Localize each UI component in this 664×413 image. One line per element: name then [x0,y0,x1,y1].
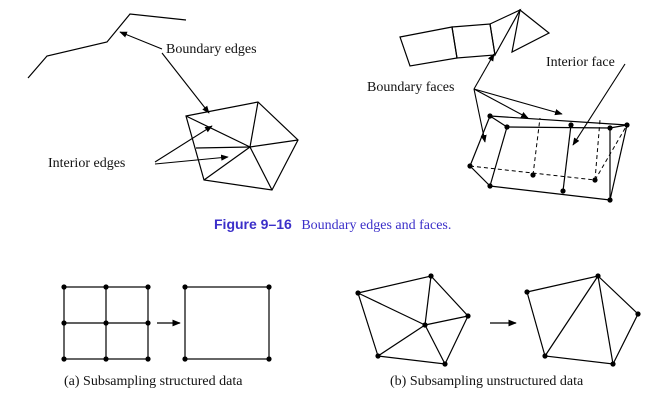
structured-grid-points [61,284,151,362]
unstructured-mesh-points [355,273,471,367]
figure-caption: Figure 9–16 Boundary edges and faces. [214,216,451,233]
face-arrows [473,53,626,146]
figure-number: Figure 9–16 [214,216,292,232]
unstructured-subsampling: (b) Subsampling unstructured data [355,273,641,389]
boundary-edge-polyline [27,13,187,79]
hexahedral-cells [469,115,628,201]
edges-illustration: Boundary edges Interior edges [27,13,299,191]
faces-illustration: Boundary faces Interior face [367,8,630,203]
structured-coarse-points [182,284,272,362]
label-interior-edges: Interior edges [48,156,125,171]
structured-subsampling: (a) Subsampling structured data [61,284,272,389]
label-boundary-edges: Boundary edges [166,42,257,57]
structured-coarse-cell [184,286,270,360]
cell-vertices [467,113,630,203]
edge-arrows [119,31,229,165]
subcaption-a: (a) Subsampling structured data [64,374,243,389]
hidden-edges [469,117,628,181]
figure-caption-text: Boundary edges and faces. [301,218,451,233]
triangle-mesh-edges [185,101,299,191]
subcaption-b: (b) Subsampling unstructured data [390,374,584,389]
unstructured-mesh [357,275,469,365]
unstructured-coarse-mesh [526,275,639,365]
unstructured-coarse-points [524,273,641,367]
label-boundary-faces: Boundary faces [367,80,454,95]
face-strip [399,8,551,67]
label-interior-face: Interior face [546,55,615,70]
